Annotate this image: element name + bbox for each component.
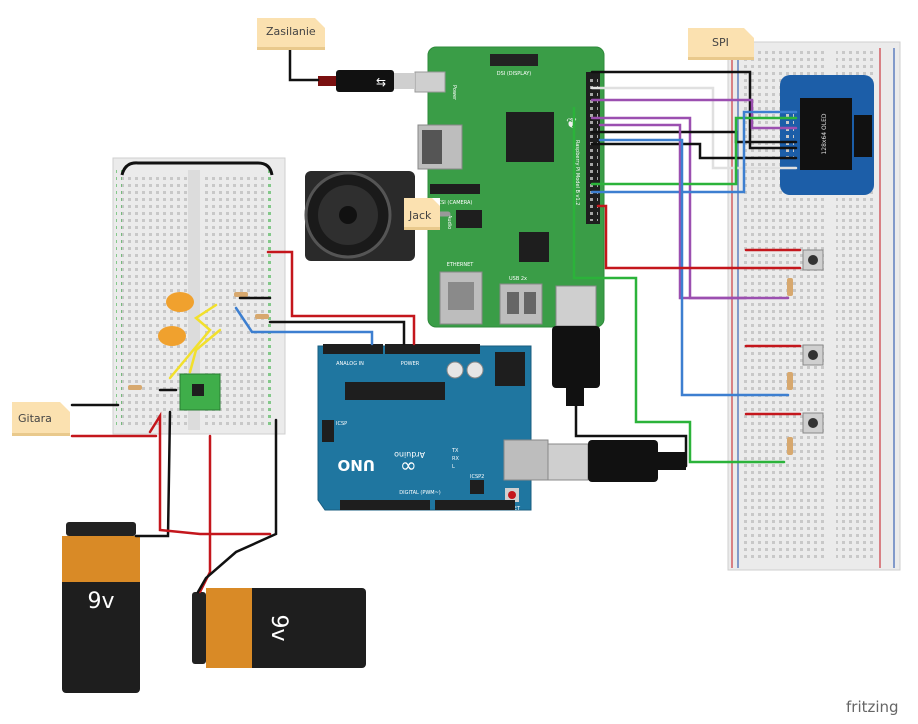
- usb-cable-arduino: [547, 440, 686, 482]
- battery-left-label: 9v: [87, 589, 114, 614]
- usb-cable-rpi: [552, 285, 600, 406]
- arduino-rx-label: RX: [452, 456, 459, 462]
- usb-symbol-icon: ⇆: [376, 75, 386, 89]
- rpi-usb-label: USB 2x: [509, 276, 527, 282]
- resistor-right-2: [787, 372, 793, 390]
- resistor-right-3: [787, 437, 793, 455]
- wire-green-rpi-spi: [590, 116, 798, 186]
- push-button-1: [802, 249, 824, 271]
- wire-blue-rpi-spi: [590, 110, 798, 194]
- arduino-uno-board: ANALOG IN POWER ICSP UNO ∞ Arduino TX RX…: [317, 344, 549, 512]
- note-jack-text: Jack: [408, 209, 432, 222]
- note-guitar-text: Gitara: [18, 412, 52, 425]
- note-power: Zasilanie: [257, 18, 325, 50]
- adc-module: [179, 373, 221, 411]
- wire-yellow-2: [188, 328, 222, 374]
- arduino-brand-label: Arduino: [394, 450, 425, 459]
- arduino-icsp-label: ICSP: [336, 421, 347, 427]
- wire-red-battery-right: [198, 434, 212, 594]
- wire-black-arduino-usb: [574, 404, 688, 468]
- wire-yellow-1: [168, 303, 218, 380]
- wire-blue-left-arduino: [234, 306, 374, 346]
- raspberry-logo-icon: ❦: [566, 116, 578, 132]
- resistor-left-3: [128, 385, 142, 390]
- arduino-uno-label: UNO: [338, 456, 376, 474]
- note-jack: Jack: [404, 198, 440, 230]
- arduino-digital-label: DIGITAL (PWM~): [399, 490, 441, 496]
- note-spi: SPI: [688, 28, 754, 60]
- wire-black-rpi-spi: [590, 70, 798, 150]
- capacitor-top: [166, 292, 194, 312]
- arduino-icsp2-label: ICSP2: [470, 474, 484, 480]
- battery-right: 9v: [192, 588, 366, 668]
- raspberry-pi-board: DSI (DISPLAY) Power CSI (CAMERA) Audio R…: [414, 46, 605, 328]
- wire-red-left-arduino: [266, 250, 416, 346]
- wire-black-battery-left: [134, 410, 172, 538]
- resistor-left-2: [255, 314, 269, 319]
- wires: [70, 48, 802, 594]
- wire-red-rpi-button: [596, 204, 802, 270]
- arduino-power-label: POWER: [401, 361, 420, 367]
- wire-green-rpi-usb: [572, 106, 786, 464]
- arduino-l-label: L: [452, 464, 455, 470]
- note-spi-text: SPI: [712, 36, 729, 49]
- capacitor-bottom: [158, 326, 186, 346]
- battery-right-label: 9v: [266, 614, 291, 641]
- wire-purple-rpi-spi-1: [590, 98, 798, 130]
- resistor-right-1: [787, 278, 793, 296]
- wire-black-battery-right: [196, 418, 278, 594]
- speaker-icon: [304, 171, 415, 261]
- rpi-power-label: Power: [451, 85, 457, 101]
- fritzing-watermark: fritzing: [846, 698, 899, 716]
- push-button-2: [802, 344, 824, 366]
- rpi-csi-label: CSI (CAMERA): [438, 200, 473, 206]
- note-guitar: Gitara: [12, 402, 70, 436]
- oled-label: 128x64 OLED: [821, 113, 828, 154]
- rpi-dsi-label: DSI (DISPLAY): [497, 71, 532, 77]
- arduino-infinity-icon: ∞: [400, 453, 417, 477]
- rpi-brand-label: Raspberry Pi Model B v1.2: [574, 140, 580, 205]
- oled-display: 128x64 OLED: [780, 75, 874, 195]
- push-button-3: [802, 412, 824, 434]
- rpi-ethernet-label: ETHERNET: [447, 262, 475, 268]
- wire-black-left-arduino: [268, 320, 406, 346]
- wire-red-battery-left: [148, 411, 272, 536]
- wire-purple-rpi-button: [598, 123, 790, 300]
- note-power-text: Zasilanie: [266, 25, 316, 38]
- battery-left: 9v: [62, 522, 140, 693]
- usb-cable-power: ⇆: [318, 70, 414, 92]
- arduino-tx-label: TX: [451, 448, 459, 454]
- arduino-analog-label: ANALOG IN: [336, 361, 364, 367]
- wire-black-rpi-3: [590, 142, 798, 160]
- wire-black-power-cable: [288, 48, 320, 82]
- wire-white-rpi-spi: [590, 86, 798, 170]
- resistor-left-1: [234, 292, 248, 297]
- rpi-audio-label: Audio: [446, 215, 452, 229]
